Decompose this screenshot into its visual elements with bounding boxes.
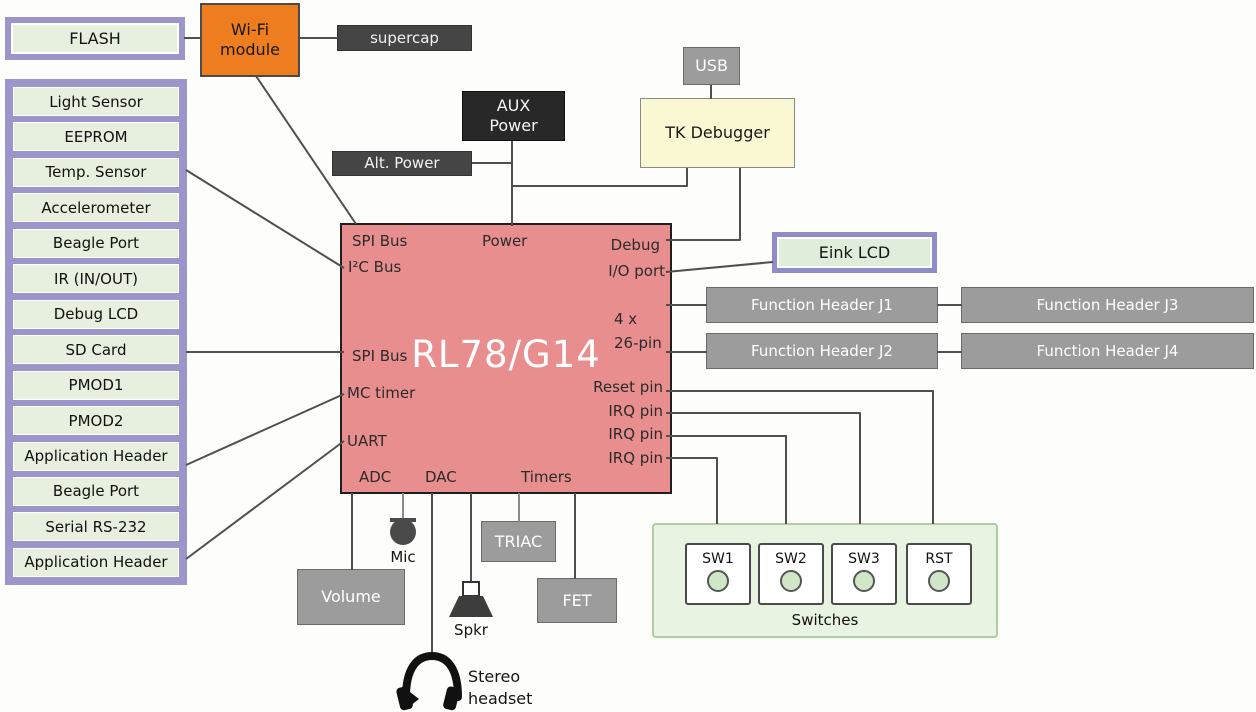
wifi-module-box: Wi-Fi module [200, 3, 300, 77]
peripheral-ir-in-out: IR (IN/OUT) [13, 264, 179, 294]
usb-box: USB [683, 47, 740, 85]
triac-box: TRIAC [481, 521, 556, 562]
pin-timers: Timers [521, 468, 572, 486]
pin-spi-bus-top: SPI Bus [352, 232, 408, 250]
switch-rst: RST [906, 543, 972, 605]
switch-sw2: SW2 [758, 543, 824, 605]
switches-panel: SW1 SW2 SW3 RST Switches [652, 523, 998, 638]
switch-sw2-label: SW2 [775, 551, 807, 567]
pin-irq-2: IRQ pin [608, 425, 663, 443]
peripheral-pmod2: PMOD2 [13, 406, 179, 436]
switch-sw3-label: SW3 [848, 551, 880, 567]
pin-spi-bus-left: SPI Bus [352, 347, 408, 365]
peripheral-accelerometer: Accelerometer [13, 193, 179, 223]
peripheral-debug-lcd: Debug LCD [13, 299, 179, 329]
switch-sw2-button-icon [780, 570, 802, 592]
line-appheader1-mctimer [185, 393, 345, 466]
line-irq2-sw2 [666, 435, 787, 524]
aux-power-box: AUX Power [462, 91, 565, 141]
line-appheader2-uart [185, 440, 345, 560]
peripheral-pmod1: PMOD1 [13, 370, 179, 400]
mcu-chip: SPI Bus I²C Bus Power Debug I/O port 4 x… [340, 223, 672, 494]
mic-icon [390, 518, 416, 545]
flash-box: FLASH [5, 17, 185, 60]
switch-rst-label: RST [925, 551, 953, 567]
pin-io-port: I/O port [608, 262, 665, 280]
mic-label: Mic [390, 548, 416, 566]
pin-irq-3: IRQ pin [608, 449, 663, 467]
peripheral-beagle-port-2: Beagle Port [13, 476, 179, 506]
pin-uart: UART [347, 432, 387, 450]
peripheral-light-sensor: Light Sensor [13, 87, 179, 116]
switch-sw1: SW1 [685, 543, 751, 605]
peripheral-sd-card: SD Card [13, 335, 179, 365]
line-tkdebugger-debug [666, 168, 741, 241]
pin-dac: DAC [425, 468, 457, 486]
fet-box: FET [537, 578, 617, 623]
peripheral-application-header-2: Application Header [13, 547, 179, 577]
peripheral-eeprom: EEPROM [13, 122, 179, 152]
switch-sw1-button-icon [707, 570, 729, 592]
pin-debug: Debug [610, 236, 660, 254]
volume-box: Volume [297, 569, 405, 625]
pin-power: Power [482, 232, 528, 250]
line-irq1-sw3 [666, 412, 861, 524]
headphones-icon [396, 651, 462, 711]
pin-reset: Reset pin [593, 378, 663, 396]
switch-sw3: SW3 [831, 543, 897, 605]
line-tempsensor-i2c [185, 169, 345, 269]
pin-26pin: 26-pin [614, 334, 662, 352]
function-header-j1-box: Function Header J1 [706, 287, 938, 323]
switch-sw1-label: SW1 [702, 551, 734, 567]
line-power-tkdebugger [511, 168, 688, 187]
peripheral-application-header-1: Application Header [13, 441, 179, 471]
switch-rst-button-icon [928, 570, 950, 592]
peripheral-temp-sensor: Temp. Sensor [13, 157, 179, 187]
line-irq3-sw1 [666, 457, 718, 524]
line-reset-rst [666, 390, 934, 524]
supercap-box: supercap [337, 25, 472, 51]
stereo-headset-label: Stereo headset [468, 667, 533, 708]
peripheral-beagle-port-1: Beagle Port [13, 228, 179, 258]
tk-debugger-box: TK Debugger [640, 98, 795, 168]
chip-name: RL78/G14 [411, 333, 601, 376]
pin-4x: 4 x [614, 310, 638, 328]
peripheral-serial-rs232: Serial RS-232 [13, 512, 179, 542]
eink-lcd-box: Eink LCD [772, 232, 937, 273]
function-header-j3-box: Function Header J3 [961, 287, 1254, 323]
pin-adc: ADC [359, 468, 392, 486]
peripheral-list: Light Sensor EEPROM Temp. Sensor Acceler… [5, 79, 187, 585]
switches-caption: Switches [791, 611, 859, 629]
pin-i2c-bus: I²C Bus [348, 258, 402, 276]
speaker-icon [449, 581, 493, 617]
function-header-j4-box: Function Header J4 [961, 333, 1254, 369]
alt-power-box: Alt. Power [332, 151, 472, 176]
function-header-j2-box: Function Header J2 [706, 333, 938, 369]
pin-irq-1: IRQ pin [608, 402, 663, 420]
line-ioport-eink [665, 261, 774, 273]
line-wifi-spi [255, 75, 357, 225]
pin-mc-timer: MC timer [347, 384, 416, 402]
spkr-label: Spkr [454, 621, 488, 639]
switch-sw3-button-icon [853, 570, 875, 592]
